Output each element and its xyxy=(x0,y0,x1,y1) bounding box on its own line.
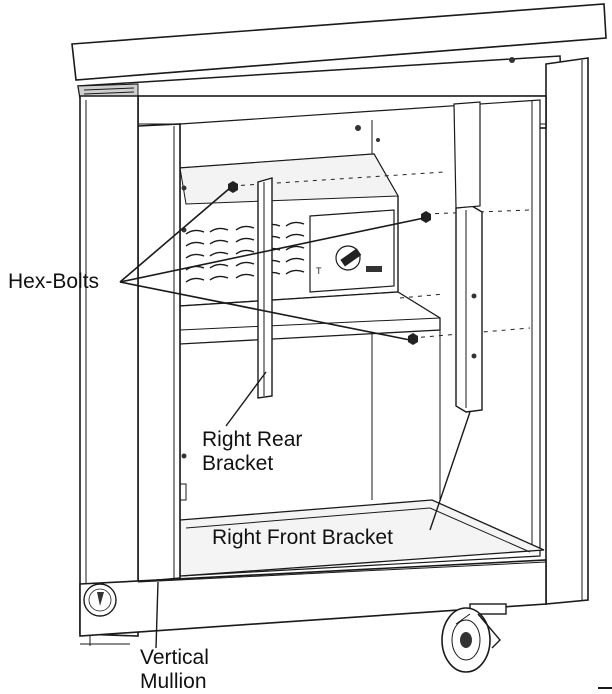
left-end-panel xyxy=(79,95,139,637)
right-front-bracket-label: Right Front Bracket xyxy=(212,526,393,549)
leader-right-rear-bracket xyxy=(225,371,267,427)
top-rail xyxy=(77,55,563,99)
hex-bolt-3 xyxy=(408,333,418,345)
svg-text:T: T xyxy=(316,266,322,276)
leader-vertical-mullion xyxy=(155,581,159,649)
vertical-mullion-post xyxy=(137,123,187,583)
hex-bolt-1 xyxy=(228,181,238,193)
hex-bolts xyxy=(228,181,431,345)
base-rail xyxy=(79,559,547,646)
leader-lines xyxy=(119,187,471,649)
manufacturer-badge-icon xyxy=(83,583,117,617)
hex-bolts-label: Hex-Bolts xyxy=(8,270,100,293)
hex-bolt-2 xyxy=(421,211,431,223)
vertical-mullion-label: Vertical Mullion xyxy=(140,646,209,693)
leader-right-front-bracket xyxy=(429,411,471,531)
right-rear-bracket-label: Right Rear Bracket xyxy=(202,428,303,475)
leader-hex-bolt-3 xyxy=(119,281,411,341)
alignment-dashes xyxy=(231,171,531,339)
right-front-bracket xyxy=(453,101,483,413)
leader-hex-bolt-1 xyxy=(119,187,231,283)
caster-wheel xyxy=(441,603,507,673)
leader-hex-bolt-2 xyxy=(119,217,425,283)
right-rear-bracket xyxy=(257,177,273,399)
right-end-panel xyxy=(545,57,589,605)
countertop xyxy=(71,3,607,81)
